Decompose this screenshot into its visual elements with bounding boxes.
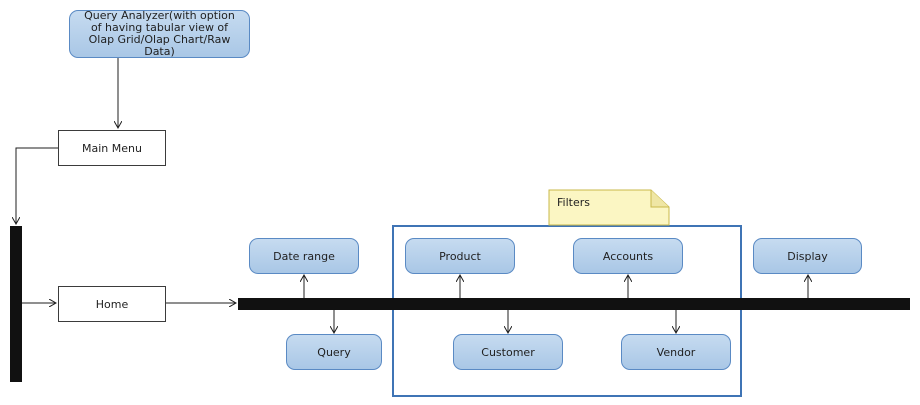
- accounts-node[interactable]: Accounts: [573, 238, 683, 274]
- filters-note-label: Filters: [557, 196, 590, 209]
- customer-node[interactable]: Customer: [453, 334, 563, 370]
- date-range-node[interactable]: Date range: [249, 238, 359, 274]
- vendor-node[interactable]: Vendor: [621, 334, 731, 370]
- connector-menu-to-bar: [16, 147, 58, 224]
- product-node[interactable]: Product: [405, 238, 515, 274]
- main-menu-node[interactable]: Main Menu: [58, 130, 166, 166]
- left-sync-bar: [10, 226, 22, 382]
- query-node[interactable]: Query: [286, 334, 382, 370]
- main-sync-bar: [238, 298, 910, 310]
- home-node[interactable]: Home: [58, 286, 166, 322]
- filters-note-shape: [548, 189, 670, 226]
- filters-group-frame: [392, 225, 742, 397]
- display-node[interactable]: Display: [753, 238, 862, 274]
- query-analyzer-node[interactable]: Query Analyzer(with option of having tab…: [69, 10, 250, 58]
